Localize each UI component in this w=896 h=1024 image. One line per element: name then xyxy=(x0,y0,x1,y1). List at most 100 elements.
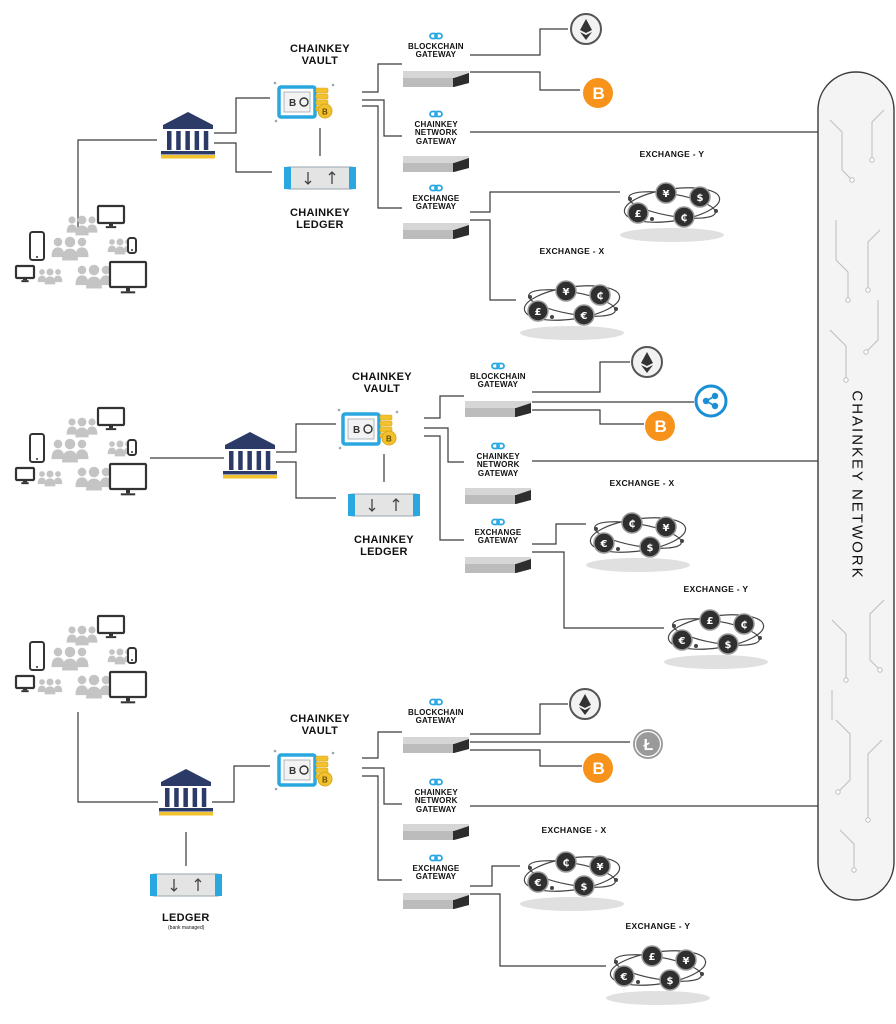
gateway-top xyxy=(403,71,469,78)
link-icon xyxy=(491,442,505,450)
ledger-icon xyxy=(284,166,356,190)
monitor-neck xyxy=(23,480,27,483)
orbit-dot xyxy=(628,197,632,201)
person-head xyxy=(88,216,96,224)
bitcoin-symbol: B xyxy=(593,84,605,103)
ethereum-upper xyxy=(579,694,591,708)
person-body xyxy=(75,657,89,668)
person-head xyxy=(101,467,111,477)
bank-column xyxy=(165,788,170,807)
monitor-neck xyxy=(126,489,130,494)
gateway-block xyxy=(403,223,469,239)
link-segment xyxy=(434,778,443,786)
person-body xyxy=(37,477,47,485)
exchange-label: EXCHANGE - Y xyxy=(625,921,691,931)
currency-coin-icon: £ xyxy=(527,300,549,322)
litecoin-symbol: Ł xyxy=(644,737,654,754)
person-body xyxy=(75,225,89,236)
gateway-blockchain-label-line: GATEWAY xyxy=(477,380,519,390)
bank-base xyxy=(159,808,213,812)
person-body xyxy=(51,247,65,258)
currency-coin-icon: £ xyxy=(699,609,721,631)
person-head xyxy=(68,418,76,426)
vault-label-line: VAULT xyxy=(363,382,401,395)
currency-coin-icon: € xyxy=(593,532,615,554)
connector-line xyxy=(470,703,568,735)
currency-symbol: € xyxy=(580,311,588,322)
circuit-node xyxy=(845,297,851,303)
gateway-front xyxy=(465,495,515,504)
person-head xyxy=(77,647,87,657)
ethereum-lower xyxy=(641,365,653,373)
bank-column xyxy=(238,451,243,470)
person-body xyxy=(86,634,98,643)
ledger-label: LEDGER xyxy=(162,912,210,925)
person-body xyxy=(75,247,89,258)
circuit-trace xyxy=(829,329,847,380)
circuit-trace xyxy=(867,229,881,290)
sparkle-dot xyxy=(331,751,335,755)
monitor-neck xyxy=(109,425,113,429)
bank-roof xyxy=(161,769,211,782)
currency-coin-disc xyxy=(655,182,677,204)
phone-button xyxy=(36,666,38,668)
up-arrow-icon xyxy=(194,878,202,891)
orbit-dot xyxy=(714,209,718,213)
gold-bar xyxy=(315,761,329,768)
phone-button xyxy=(131,659,133,661)
person-body xyxy=(44,478,56,487)
monitor-neck xyxy=(109,633,113,637)
connector-line xyxy=(532,523,586,545)
vault-icon: BB xyxy=(337,408,399,450)
person-head xyxy=(88,674,100,686)
gateway-top xyxy=(403,156,469,163)
ledger-right-cap xyxy=(215,874,222,896)
gateway-exchange-label-line: GATEWAY xyxy=(477,536,519,546)
person-head xyxy=(64,236,76,248)
currency-coin-disc xyxy=(639,536,661,558)
down-arrow-icon xyxy=(304,172,312,185)
link-segment xyxy=(429,778,438,786)
bank-icon xyxy=(161,112,215,159)
currency-coin-disc xyxy=(671,629,693,651)
gateway-front xyxy=(465,408,515,417)
ledger-label-line: LEDGER xyxy=(360,545,408,558)
person-body xyxy=(75,427,89,438)
vault-door xyxy=(283,91,311,113)
orbit-dot xyxy=(672,624,676,628)
currency-coin-disc xyxy=(589,284,611,306)
gold-bar xyxy=(315,93,329,100)
gateway-block xyxy=(403,824,469,840)
currency-symbol: $ xyxy=(725,640,732,651)
orbit-dot xyxy=(550,886,554,890)
monitor-foot xyxy=(21,482,29,485)
exchange-cluster: £¥€₵ xyxy=(520,280,624,340)
monitor-icon xyxy=(96,614,126,639)
gateway-exchange-label-line: EXCHANGE xyxy=(474,528,522,537)
person-body xyxy=(75,477,89,488)
monitor-foot xyxy=(105,428,117,431)
bank-column xyxy=(185,131,190,150)
orbit-dot xyxy=(636,980,640,984)
monitor-neck xyxy=(126,287,130,292)
chainkey-network-bar xyxy=(817,71,895,901)
person-body xyxy=(107,447,117,455)
orbit-dot xyxy=(528,866,532,870)
person-body xyxy=(114,246,126,255)
bank-roof xyxy=(163,112,213,125)
link-segment xyxy=(429,854,438,862)
currency-symbol: ¥ xyxy=(563,287,570,298)
currency-coin-icon: $ xyxy=(639,536,661,558)
bank-column xyxy=(192,788,198,807)
phone-icon xyxy=(29,641,45,671)
person-body xyxy=(51,449,65,460)
bank-entablature xyxy=(163,125,213,129)
gateway-exchange-label-line: EXCHANGE xyxy=(412,864,460,873)
person-head xyxy=(116,238,124,246)
gateway-top xyxy=(465,557,531,564)
currency-coin-icon: ₵ xyxy=(673,206,695,228)
phone-button xyxy=(36,458,38,460)
person-head xyxy=(39,269,45,275)
bank-roof xyxy=(225,432,275,445)
